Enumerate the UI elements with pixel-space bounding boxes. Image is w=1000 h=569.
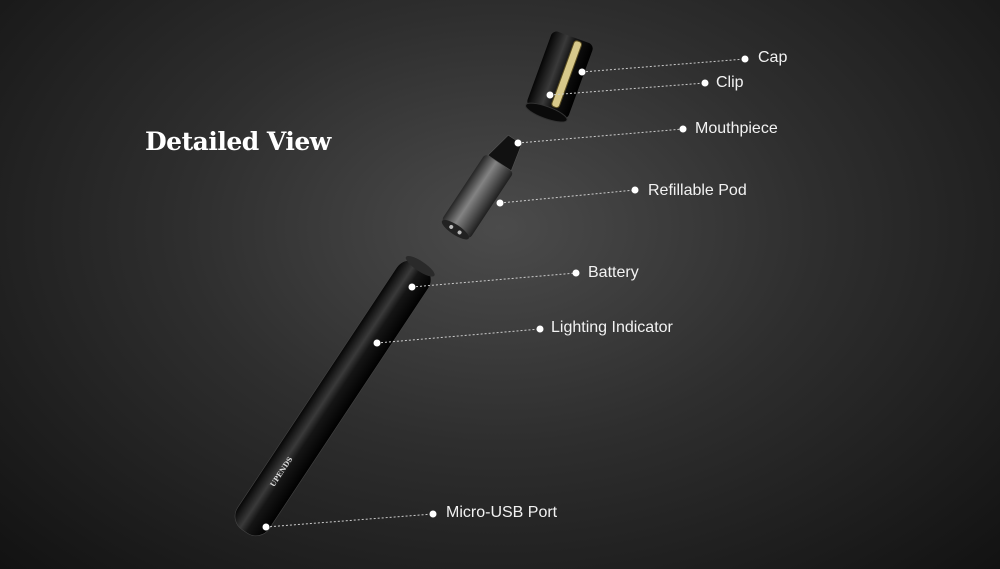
label-cap: Cap	[758, 49, 788, 66]
label-micro-usb-port: Micro-USB Port	[446, 504, 558, 521]
clip	[551, 40, 583, 109]
label-mouthpiece: Mouthpiece	[695, 120, 778, 137]
cap	[525, 31, 593, 123]
label-lighting-indicator: Lighting Indicator	[551, 319, 673, 336]
label-battery: Battery	[588, 264, 639, 281]
label-refillable-pod: Refillable Pod	[648, 182, 747, 199]
label-clip: Clip	[716, 74, 744, 91]
battery-tube: UPENDS	[234, 255, 435, 537]
callout-lines	[265, 58, 746, 528]
callout-dots	[262, 55, 749, 531]
refillable-pod	[441, 134, 523, 240]
page-title: Detailed View	[145, 127, 331, 156]
